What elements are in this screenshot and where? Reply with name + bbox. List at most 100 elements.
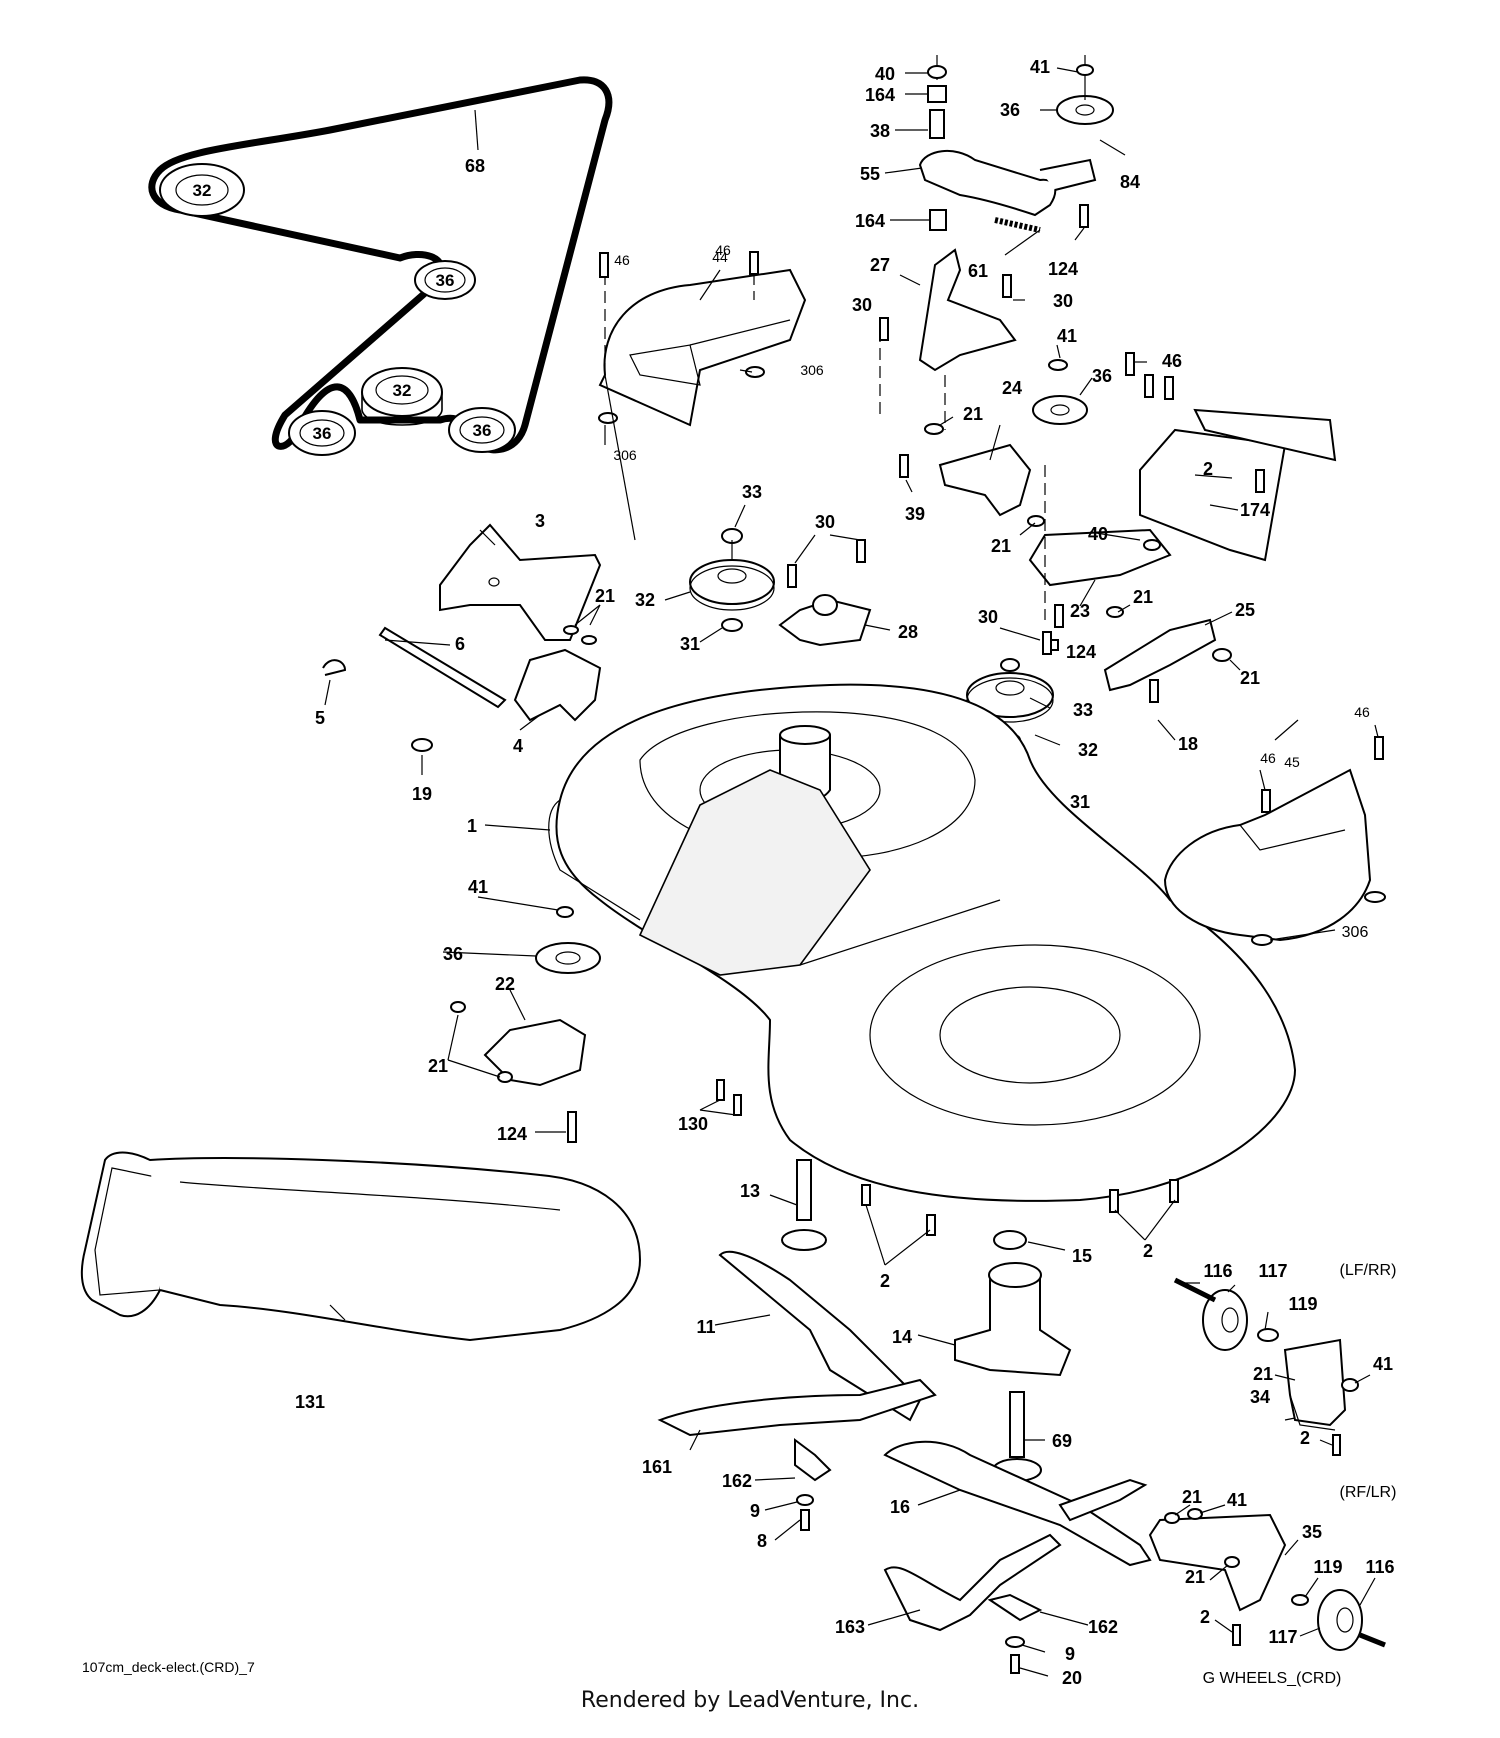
callout-36: 36 — [1000, 100, 1020, 120]
callout-36: 36 — [443, 944, 463, 964]
callout-9: 9 — [750, 1501, 760, 1521]
callout-21: 21 — [1240, 668, 1260, 688]
callout-34: 34 — [1250, 1387, 1270, 1407]
callout-30: 30 — [1053, 291, 1073, 311]
blade-16 — [883, 1440, 1152, 1567]
callout-45: 45 — [1284, 754, 1300, 770]
callout-41: 41 — [1227, 1490, 1247, 1510]
callout-35: 35 — [1302, 1522, 1322, 1542]
callout-2: 2 — [1300, 1428, 1310, 1448]
callout-163: 163 — [835, 1617, 865, 1637]
callout-24: 24 — [1002, 378, 1022, 398]
callout-30: 30 — [978, 607, 998, 627]
callout-8: 8 — [757, 1531, 767, 1551]
callout-41: 41 — [1373, 1354, 1393, 1374]
pulley-36-lower-left — [535, 942, 601, 974]
callout-15: 15 — [1072, 1246, 1092, 1266]
label-pulley-32: 32 — [193, 181, 212, 200]
callout-23: 23 — [1070, 601, 1090, 621]
callout-61: 61 — [968, 261, 988, 281]
callout-14: 14 — [892, 1327, 912, 1347]
callout-306: 306 — [800, 362, 824, 378]
shield-174 — [1139, 408, 1337, 562]
callout-44: 44 — [712, 249, 728, 265]
callout-306: 306 — [613, 447, 637, 463]
belt-routing-diagram: 32 36 32 36 36 68 — [148, 76, 613, 456]
bracket-22 — [483, 1018, 587, 1087]
callout-46: 46 — [614, 252, 630, 268]
belt-cover-44 — [598, 255, 807, 427]
spindle-13 — [781, 1159, 827, 1251]
callout-2: 2 — [880, 1271, 890, 1291]
callout-6: 6 — [455, 634, 465, 654]
callout-32: 32 — [1078, 740, 1098, 760]
blade-163 — [883, 1533, 1062, 1632]
callout-21: 21 — [595, 586, 615, 606]
idler-plate-23 — [1028, 465, 1172, 620]
gauge-wheel-rf-lr — [1148, 1513, 1386, 1651]
idler-bracket-25 — [1103, 618, 1217, 692]
callout-119: 119 — [1288, 1294, 1317, 1314]
callout-5: 5 — [315, 708, 325, 728]
mower-deck-1 — [548, 683, 1297, 1202]
idler-bracket-24 — [938, 443, 1032, 517]
callout-124: 124 — [497, 1124, 527, 1144]
pulley-36-mid — [414, 260, 476, 300]
callout-36: 36 — [1092, 366, 1112, 386]
callout-116: 116 — [1203, 1261, 1232, 1281]
pulley-32-top — [159, 163, 245, 217]
callout-31: 31 — [1070, 792, 1090, 812]
callout-32: 32 — [635, 590, 655, 610]
callout-2: 2 — [1203, 459, 1213, 479]
callout-21: 21 — [1133, 587, 1153, 607]
callout-21: 21 — [428, 1056, 448, 1076]
callout-46: 46 — [1354, 704, 1370, 720]
callout-21: 21 — [991, 536, 1011, 556]
callout-3: 3 — [535, 511, 545, 531]
callout-30: 30 — [852, 295, 872, 315]
callout-11: 11 — [696, 1317, 715, 1337]
callout-13: 13 — [740, 1181, 760, 1201]
callout-130: 130 — [678, 1114, 708, 1134]
callout-1: 1 — [467, 816, 477, 836]
callout-33: 33 — [742, 482, 762, 502]
callout-161: 161 — [642, 1457, 672, 1477]
callout-306: 306 — [1342, 924, 1369, 941]
callout-164: 164 — [855, 211, 885, 231]
belt-cover-45 — [1163, 768, 1372, 942]
diagram-code: 107cm_deck-elect.(CRD)_7 — [82, 1659, 255, 1675]
callout-46: 46 — [1260, 750, 1276, 766]
pulley-36-left — [288, 410, 356, 456]
callout-9: 9 — [1065, 1644, 1075, 1664]
callout-21: 21 — [1253, 1364, 1273, 1384]
callout-25: 25 — [1235, 600, 1255, 620]
callout-41: 41 — [1030, 57, 1050, 77]
pulley-32-right-deck — [966, 672, 1054, 723]
callout-4: 4 — [513, 736, 523, 756]
callout-labels: 40 164 38 55 164 41 36 84 124 61 27 30 3… — [295, 57, 1395, 1688]
pulley-36-middle — [1032, 395, 1088, 425]
callout-124: 124 — [1048, 259, 1078, 279]
callout-41: 41 — [1057, 326, 1077, 346]
group-label-lf-rr: (LF/RR) — [1340, 1262, 1397, 1279]
pulley-36-upper — [1056, 95, 1114, 125]
callout-162: 162 — [1088, 1617, 1118, 1637]
bracket-28 — [778, 594, 872, 647]
callout-30: 30 — [815, 512, 835, 532]
rod-6 — [378, 626, 507, 709]
callout-33: 33 — [1073, 700, 1093, 720]
callout-69: 69 — [1052, 1431, 1072, 1451]
group-label-rf-lr: (RF/LR) — [1340, 1484, 1397, 1501]
label-pulley-32: 32 — [393, 381, 412, 400]
bracket-3 — [439, 523, 602, 641]
callout-116: 116 — [1365, 1557, 1394, 1577]
callout-2: 2 — [1200, 1607, 1210, 1627]
label-pulley-36: 36 — [473, 421, 492, 440]
callout-40: 40 — [1088, 524, 1108, 544]
belt-68 — [148, 76, 613, 454]
callout-117: 117 — [1268, 1627, 1297, 1647]
callout-124: 124 — [1066, 642, 1096, 662]
callout-55: 55 — [860, 164, 880, 184]
render-credit-footer: Rendered by LeadVenture, Inc. — [580, 1688, 920, 1713]
callout-46: 46 — [715, 242, 731, 258]
